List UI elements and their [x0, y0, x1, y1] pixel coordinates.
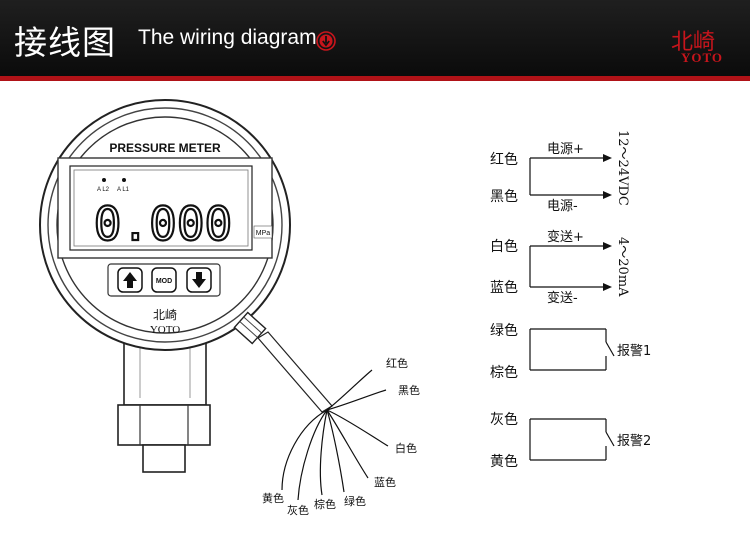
down-button[interactable]: [186, 267, 212, 293]
cable-gland: [233, 311, 267, 345]
wire-label-black: 黑色: [398, 383, 420, 397]
gauge-title: PRESSURE METER: [109, 141, 221, 155]
brand-logo-en: YOTO: [681, 50, 724, 65]
cable-sheath: [257, 331, 333, 413]
wire-label-green: 绿色: [344, 494, 366, 508]
lcd-reading: 0.000: [94, 197, 232, 251]
gauge-hex-nut: [117, 404, 211, 446]
wire-label-brown: 棕色: [314, 497, 336, 511]
brand-logo-cn: 北崎: [671, 30, 716, 55]
schematic-lines: [529, 157, 615, 461]
al1-label: A L1: [117, 187, 130, 193]
down-arrow-button-icon: [192, 272, 206, 288]
al2-indicator-dot: [102, 178, 106, 182]
al2-label: A L2: [97, 187, 110, 193]
schematic-arrowheads: [603, 154, 612, 291]
alarm1-label: 报警1: [617, 343, 651, 359]
signal-minus-label: 变送-: [547, 290, 578, 306]
schematic-label-gray: 灰色: [490, 411, 518, 428]
up-arrow-button-icon: [123, 272, 137, 288]
schematic-label-white: 白色: [490, 238, 518, 255]
wire-label-blue: 蓝色: [374, 475, 396, 489]
wire-label-gray: 灰色: [287, 503, 309, 517]
gauge-thread: [142, 444, 186, 473]
schematic-label-brown: 棕色: [490, 364, 518, 381]
page-title-en: The wiring diagram: [138, 26, 317, 49]
al1-indicator-dot: [122, 178, 126, 182]
signal-range-label: 4～20mA: [615, 237, 630, 297]
header-accent-rule: [0, 76, 750, 81]
down-arrow-circle-icon: [316, 31, 336, 51]
unit-label: MPa: [256, 230, 271, 237]
mod-button-label: MOD: [156, 278, 172, 285]
schematic-label-yellow: 黄色: [490, 453, 518, 470]
wire-label-red: 红色: [386, 356, 408, 370]
alarm2-label: 报警2: [617, 433, 651, 449]
gauge-brand-en: YOTO: [150, 324, 180, 336]
wire-label-yellow: 黄色: [262, 491, 284, 505]
schematic-label-red: 红色: [490, 151, 518, 168]
mod-button[interactable]: MOD: [151, 267, 177, 293]
schematic-label-blue: 蓝色: [490, 279, 518, 296]
up-button[interactable]: [117, 267, 143, 293]
wire-label-white: 白色: [395, 441, 417, 455]
pressure-gauge: PRESSURE METER A L2 A L1 0.000 MPa MOD 北…: [39, 99, 333, 473]
supply-range-label: 12～24VDC: [615, 130, 630, 206]
schematic-label-black: 黑色: [490, 188, 518, 205]
schematic-label-green: 绿色: [490, 322, 518, 339]
gauge-brand-cn: 北崎: [153, 308, 177, 322]
signal-plus-label: 变送+: [547, 229, 584, 245]
page-title-cn: 接线图: [14, 23, 116, 62]
power-plus-label: 电源+: [547, 142, 584, 157]
loose-wires: [281, 369, 389, 501]
power-minus-label: 电源-: [547, 199, 578, 214]
header-bar: [0, 0, 750, 76]
